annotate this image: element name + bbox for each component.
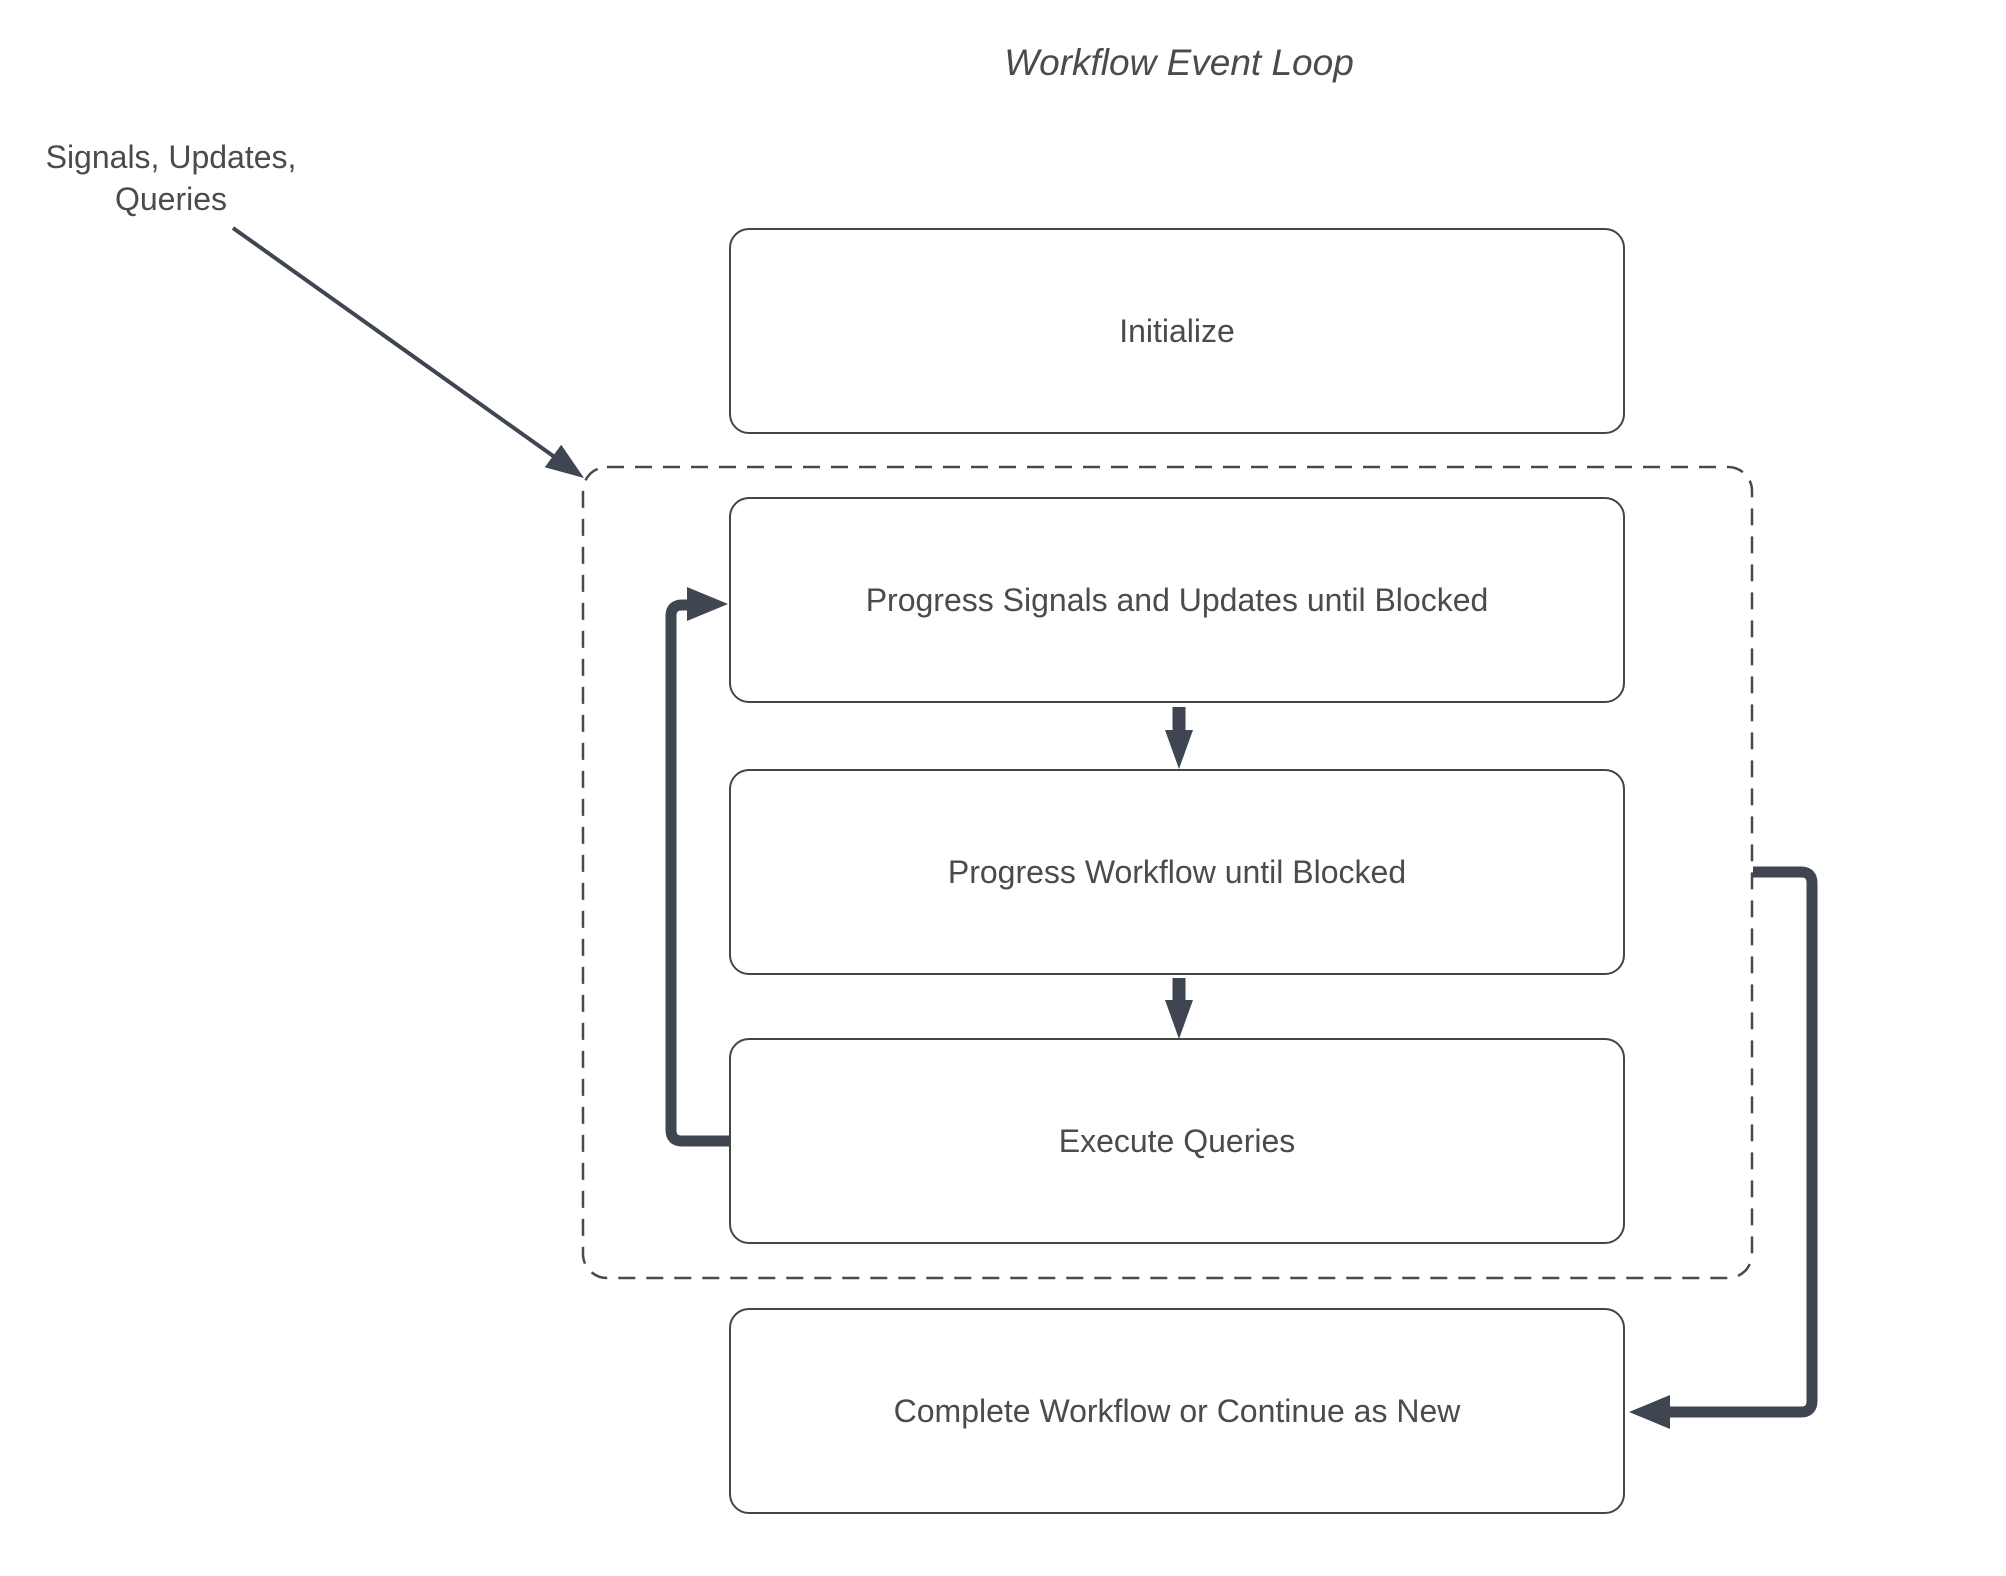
node-initialize: Initialize <box>729 228 1625 434</box>
signals-updates-queries-label: Signals, Updates, Queries <box>28 136 314 220</box>
node-execute-queries-label: Execute Queries <box>1058 1122 1296 1159</box>
down-arrow-icon <box>1165 978 1193 1039</box>
node-progress-signals-label: Progress Signals and Updates until Block… <box>865 581 1489 618</box>
node-execute-queries: Execute Queries <box>729 1038 1625 1244</box>
node-progress-signals-updates: Progress Signals and Updates until Block… <box>729 497 1625 703</box>
diagram-title: Workflow Event Loop <box>1004 42 1354 83</box>
node-complete-workflow: Complete Workflow or Continue as New <box>729 1308 1625 1514</box>
exit-arrow <box>1629 866 1818 1429</box>
down-arrow-icon <box>1165 707 1193 769</box>
node-complete-workflow-label: Complete Workflow or Continue as New <box>893 1392 1461 1429</box>
node-progress-workflow: Progress Workflow until Blocked <box>729 769 1625 975</box>
event-loop-dashed-container <box>581 465 1754 1280</box>
loop-back-arrow <box>665 587 729 1147</box>
signals-label-line2: Queries <box>114 181 228 217</box>
signals-label-line1: Signals, Updates, <box>45 139 297 175</box>
node-progress-workflow-label: Progress Workflow until Blocked <box>947 853 1407 890</box>
signals-arrow <box>231 226 584 478</box>
node-initialize-label: Initialize <box>1119 312 1235 349</box>
